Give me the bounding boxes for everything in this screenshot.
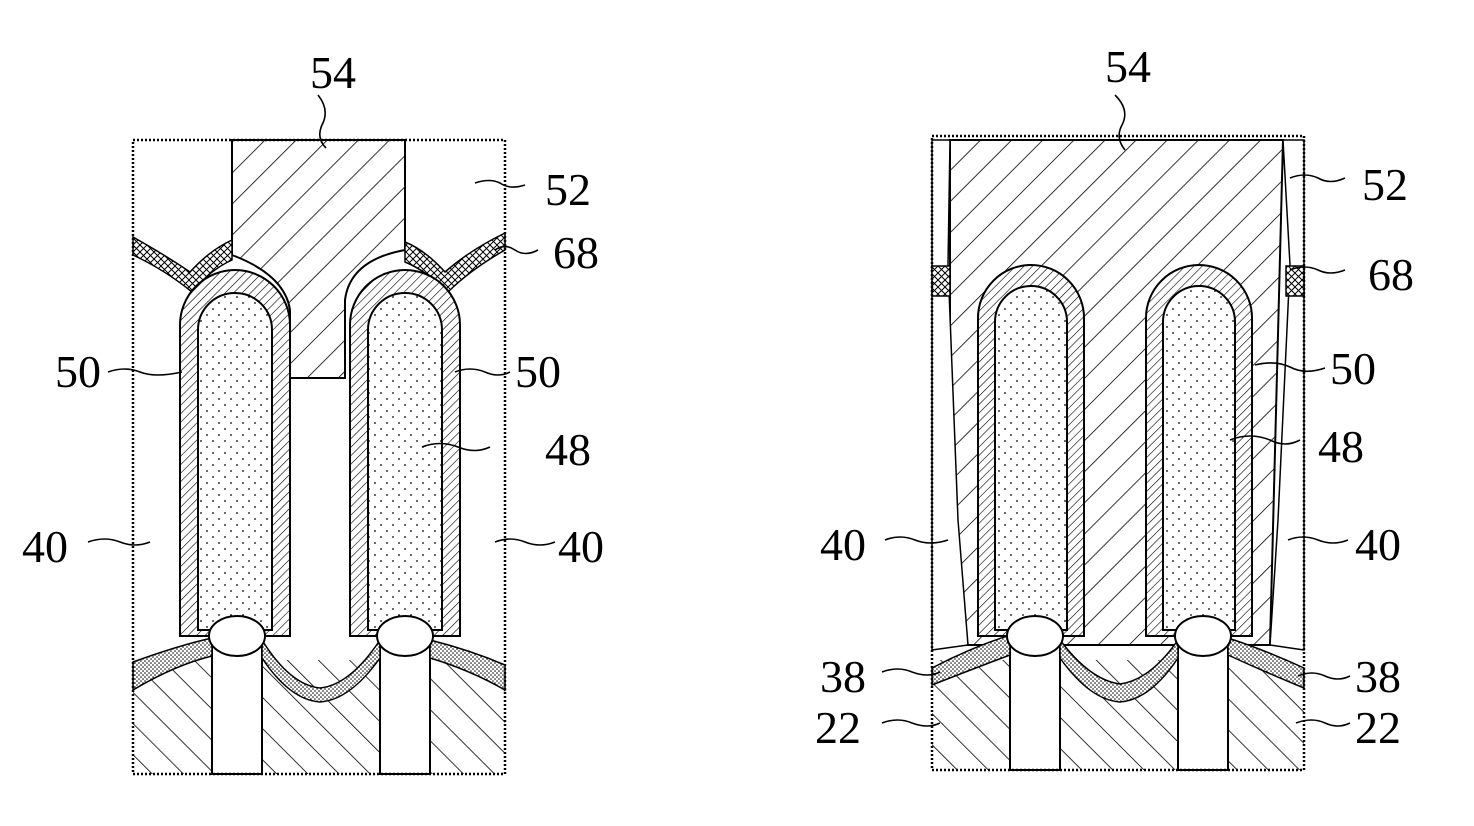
label-68: 68 [553, 227, 599, 278]
left-panel: 54 52 68 50 50 48 40 40 [22, 47, 604, 774]
right-capsule-core-48 [995, 286, 1067, 630]
right-substrate-region [932, 660, 1304, 770]
label-52: 52 [545, 164, 591, 215]
left-substrate-region [133, 660, 505, 774]
right-contact-top [1175, 616, 1231, 656]
label-38: 38 [820, 651, 866, 702]
left-contact-post [212, 645, 262, 774]
left-contact-top [377, 616, 433, 656]
left-leader [108, 369, 182, 375]
right-layer-68 [1286, 266, 1304, 296]
left-capsule-core-48 [198, 293, 272, 630]
left-capsule-core-48 [368, 293, 442, 630]
label-40: 40 [820, 519, 866, 570]
label-40: 40 [1355, 519, 1401, 570]
left-leader [455, 369, 510, 375]
right-panel: 54 52 68 50 48 40 40 38 38 22 22 [815, 41, 1414, 770]
right-contact-post [1010, 645, 1060, 770]
label-38: 38 [1355, 651, 1401, 702]
label-52: 52 [1362, 159, 1408, 210]
right-capsule-core-48 [1163, 286, 1235, 630]
label-40: 40 [558, 521, 604, 572]
left-contact-top [209, 616, 265, 656]
label-48: 48 [545, 424, 591, 475]
left-leader [475, 181, 525, 188]
label-54: 54 [310, 47, 356, 98]
left-leader [88, 539, 150, 545]
label-54: 54 [1105, 41, 1151, 92]
left-contact-post [380, 645, 430, 774]
right-leader [1298, 673, 1350, 679]
label-50: 50 [55, 346, 101, 397]
label-22: 22 [1355, 702, 1401, 753]
label-68: 68 [1368, 249, 1414, 300]
label-50: 50 [1330, 343, 1376, 394]
right-contact-post [1178, 645, 1228, 770]
label-22: 22 [815, 702, 861, 753]
right-layer-68 [932, 266, 950, 296]
label-50: 50 [515, 346, 561, 397]
label-48: 48 [1318, 421, 1364, 472]
right-contact-top [1007, 616, 1063, 656]
label-40: 40 [22, 521, 68, 572]
